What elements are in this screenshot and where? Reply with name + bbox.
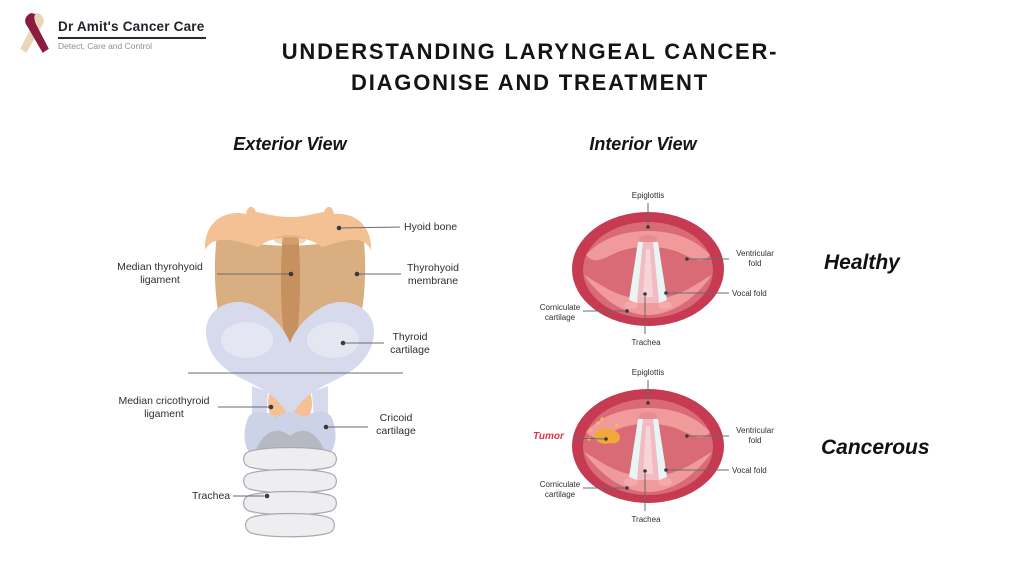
interior-view-heading: Interior View xyxy=(589,134,697,154)
label-epiglottis-cancerous: Epiglottis xyxy=(631,368,665,377)
page-title: UNDERSTANDING LARYNGEAL CANCER- DIAGONIS… xyxy=(235,36,825,98)
label-median-cricothyroid-ligament: Median cricothyroid ligament xyxy=(118,395,210,420)
healthy-larynx-illustration xyxy=(572,212,724,326)
label-median-thyrohyoid-ligament: Median thyrohyoid ligament xyxy=(117,261,203,286)
healthy-leader-lines xyxy=(583,203,729,334)
cancerous-state-label: Cancerous xyxy=(821,436,930,459)
label-ventricular-fold-cancerous: Ventricular fold xyxy=(736,426,774,446)
label-trachea-healthy: Trachea xyxy=(631,338,661,347)
clinic-name: Dr Amit's Cancer Care xyxy=(58,19,205,34)
label-thyrohyoid-membrane: Thyrohyoid membrane xyxy=(407,262,459,287)
label-hyoid-bone: Hyoid bone xyxy=(404,221,458,233)
cancerous-leader-lines xyxy=(572,380,729,511)
label-corniculate-cartilage-cancerous: Corniculate cartilage xyxy=(539,480,581,500)
label-corniculate-cartilage-healthy: Corniculate cartilage xyxy=(539,303,581,323)
leader-hyoid-bone xyxy=(336,225,401,231)
leader-thyrohyoid-membrane xyxy=(354,271,401,277)
tumor-label: Tumor xyxy=(533,431,564,442)
healthy-state-label: Healthy xyxy=(824,251,900,274)
label-ventricular-fold-healthy: Ventricular fold xyxy=(736,249,774,269)
page-title-line2: DIAGONISE AND TREATMENT xyxy=(351,70,709,95)
exterior-larynx-illustration xyxy=(204,206,374,538)
label-vocal-fold-cancerous: Vocal fold xyxy=(732,466,767,475)
logo-divider xyxy=(58,37,206,39)
leader-median-thyrohyoid-ligament xyxy=(217,271,294,277)
label-vocal-fold-healthy: Vocal fold xyxy=(732,289,767,298)
clinic-tagline: Detect, Care and Control xyxy=(58,41,153,51)
cancerous-larynx-illustration xyxy=(572,389,724,503)
leader-median-cricothyroid-ligament xyxy=(218,404,274,410)
label-trachea-exterior: Trachea xyxy=(192,490,231,502)
label-cricoid-cartilage: Cricoid cartilage xyxy=(376,412,416,437)
label-epiglottis-healthy: Epiglottis xyxy=(631,191,665,200)
label-trachea-cancerous: Trachea xyxy=(631,515,661,524)
exterior-view-heading: Exterior View xyxy=(233,134,347,154)
leader-thyroid-cartilage xyxy=(340,340,384,346)
clinic-logo: Dr Amit's Cancer Care Detect, Care and C… xyxy=(18,11,206,59)
leader-cricoid-cartilage xyxy=(323,424,368,430)
label-thyroid-cartilage: Thyroid cartilage xyxy=(390,331,430,356)
page-title-line1: UNDERSTANDING LARYNGEAL CANCER- xyxy=(281,39,779,64)
awareness-ribbon-icon xyxy=(20,13,49,53)
leader-trachea-exterior xyxy=(233,493,270,499)
